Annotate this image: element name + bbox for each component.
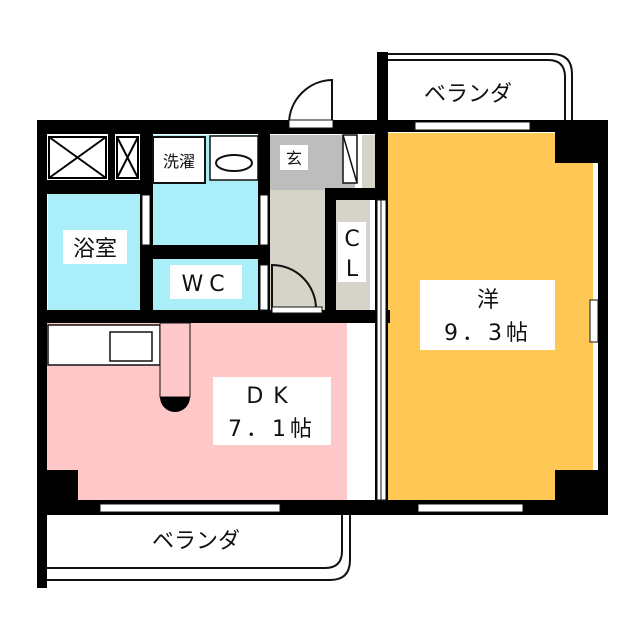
storage-box-icon: [48, 136, 139, 179]
closet-label-c: C: [344, 227, 359, 252]
balcony-top-outline: [388, 53, 573, 125]
balcony-bottom-outline: [45, 515, 351, 581]
kitchen-sink: [109, 331, 153, 362]
pillar-cap: [160, 397, 190, 412]
laundry-space: [152, 136, 206, 184]
pillar: [159, 322, 191, 398]
balcony-bottom-inner: [45, 515, 343, 569]
dk-label: DK: [246, 384, 297, 409]
dk-size: 7．1帖: [228, 417, 316, 442]
windows: [99, 121, 599, 513]
western-room-size: 9．3帖: [444, 321, 532, 346]
wc-label: WC: [181, 272, 230, 297]
laundry-label: 洗濯: [163, 152, 195, 171]
closet-label-l: L: [346, 257, 359, 282]
balcony-top-inner: [388, 59, 566, 125]
balcony-top-label: ベランダ: [424, 82, 512, 107]
entrance-door-icon: [288, 78, 333, 124]
balcony-bottom-label: ベランダ: [152, 529, 240, 554]
western-room-label: 洋: [477, 288, 499, 313]
strip-floor: [362, 135, 376, 190]
sink-icon: [215, 154, 253, 172]
entrance-label: 玄: [286, 149, 302, 168]
bath-label: 浴室: [73, 237, 117, 262]
